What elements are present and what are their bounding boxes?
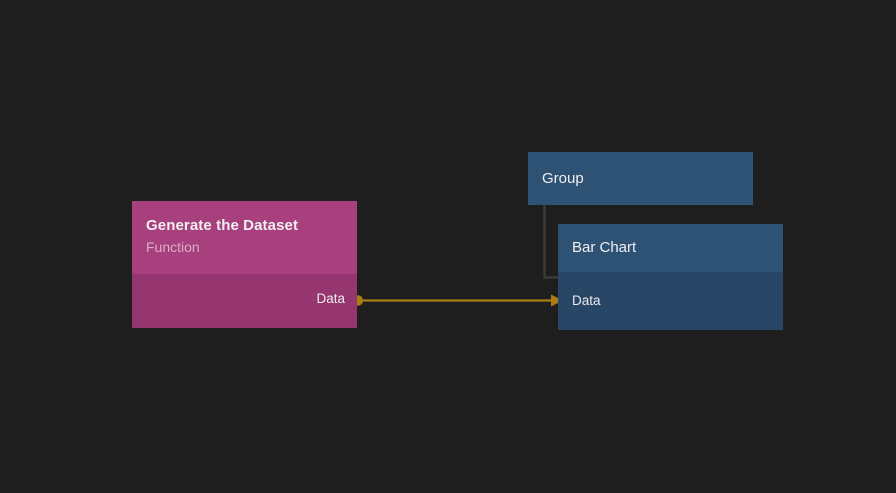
data-edge-hitbox[interactable] bbox=[352, 292, 568, 309]
node-function-body[interactable]: Data bbox=[132, 274, 357, 328]
node-function-header[interactable]: Generate the Dataset Function bbox=[132, 201, 357, 274]
node-function-output-port[interactable]: Data bbox=[316, 292, 345, 306]
node-bar-chart-input-port[interactable]: Data bbox=[572, 294, 601, 308]
node-bar-chart[interactable]: Bar Chart Data bbox=[558, 224, 783, 330]
node-group[interactable]: Group bbox=[528, 152, 753, 205]
node-function-title: Generate the Dataset bbox=[146, 217, 299, 234]
node-function-subtitle: Function bbox=[146, 239, 200, 256]
node-function[interactable]: Generate the Dataset Function Data bbox=[132, 201, 357, 328]
node-bar-chart-body[interactable]: Data bbox=[558, 272, 783, 330]
node-group-header[interactable]: Group bbox=[528, 152, 753, 205]
node-bar-chart-title: Bar Chart bbox=[572, 239, 637, 257]
node-function-output-port-label: Data bbox=[316, 291, 345, 306]
node-bar-chart-header[interactable]: Bar Chart bbox=[558, 224, 783, 272]
node-group-title: Group bbox=[542, 169, 584, 187]
group-tree-connector-hitbox[interactable] bbox=[538, 204, 560, 282]
node-bar-chart-input-port-label: Data bbox=[572, 293, 601, 308]
